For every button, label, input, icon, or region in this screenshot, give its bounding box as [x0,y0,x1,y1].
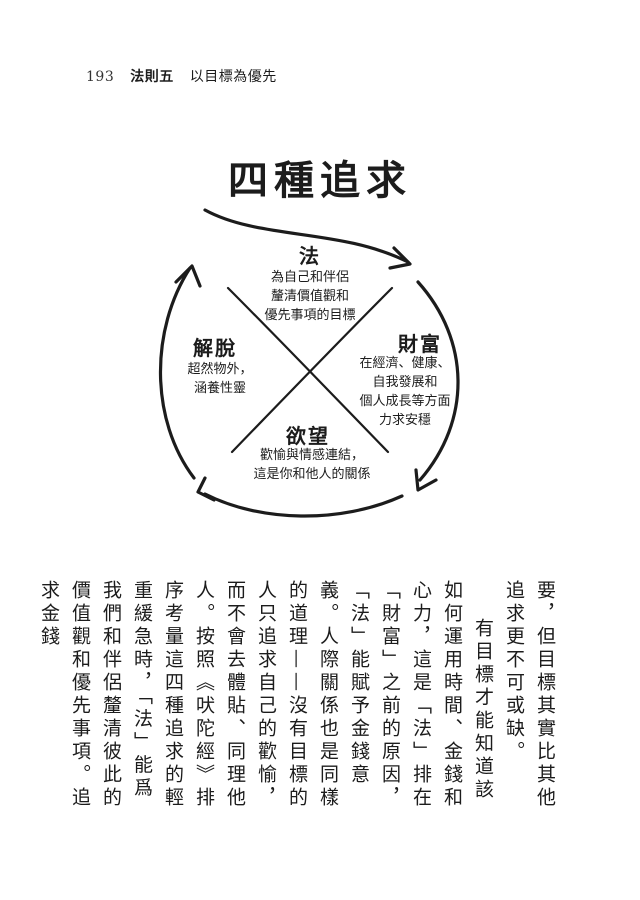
quadrant-bottom-line: 這是你和他人的關係 [253,467,371,482]
quadrant-right-text: 在經濟、健康、 自我發展和 個人成長等方面 力求安穩 [340,354,470,430]
cross-line-a [226,286,390,454]
chapter-label: 法則五 [130,69,174,85]
quadrant-right-line: 力求安穩 [378,413,431,428]
quadrant-right-line: 自我發展和 [372,375,438,390]
quadrant-left-heading: 解脫 [193,336,237,360]
page-number: 193 [86,69,115,85]
body-paragraph: 有目標才能知道該如何運用時間、金錢和心力，這是「法」排在「財富」之前的原因，「法… [38,580,494,810]
cross-line-b [230,286,394,454]
quadrant-left-line: 涵養性靈 [193,381,246,396]
quadrant-right-line: 在經濟、健康、 [359,356,451,371]
diagram-title: 四種追求 [228,158,412,204]
quadrant-bottom-heading: 欲望 [286,424,330,448]
quadrant-left-text: 超然物外， 涵養性靈 [170,360,270,398]
quadrant-top-line: 釐清價值觀和 [270,289,349,304]
arrow-head-bottom-right [414,468,438,492]
quadrant-top-line: 為自己和伴侶 [270,270,349,285]
cycle-arc-left [158,266,196,480]
body-paragraph: 要，但目標其實比其他追求更不可或缺。 [503,580,556,810]
arrow-head-top-left [174,264,202,288]
arrow-head-bottom-left [196,476,216,502]
quadrant-bottom-text: 歡愉與情感連結， 這是你和他人的關係 [222,446,402,484]
running-header: 193 法則五 以目標為優先 [86,66,277,86]
arrow-head-top-right [388,246,412,270]
quadrant-left-line: 超然物外， [187,362,253,377]
quadrant-top-text: 為自己和伴侶 釐清價值觀和 優先事項的目標 [240,268,380,325]
quadrant-top-line: 優先事項的目標 [264,308,356,323]
quadrant-right-line: 個人成長等方面 [359,394,451,409]
chapter-title: 以目標為優先 [189,69,277,85]
cycle-arc-right [416,280,460,482]
quadrant-bottom-line: 歡愉與情感連結， [259,448,364,463]
four-pursuits-diagram [158,208,460,518]
cycle-arc-top [203,208,410,264]
body-text: 要，但目標其實比其他追求更不可或缺。 有目標才能知道該如何運用時間、金錢和心力，… [33,580,560,810]
quadrant-top-heading: 法 [299,244,321,268]
cycle-arc-bottom [203,492,404,518]
quadrant-right-heading: 財富 [398,332,442,356]
